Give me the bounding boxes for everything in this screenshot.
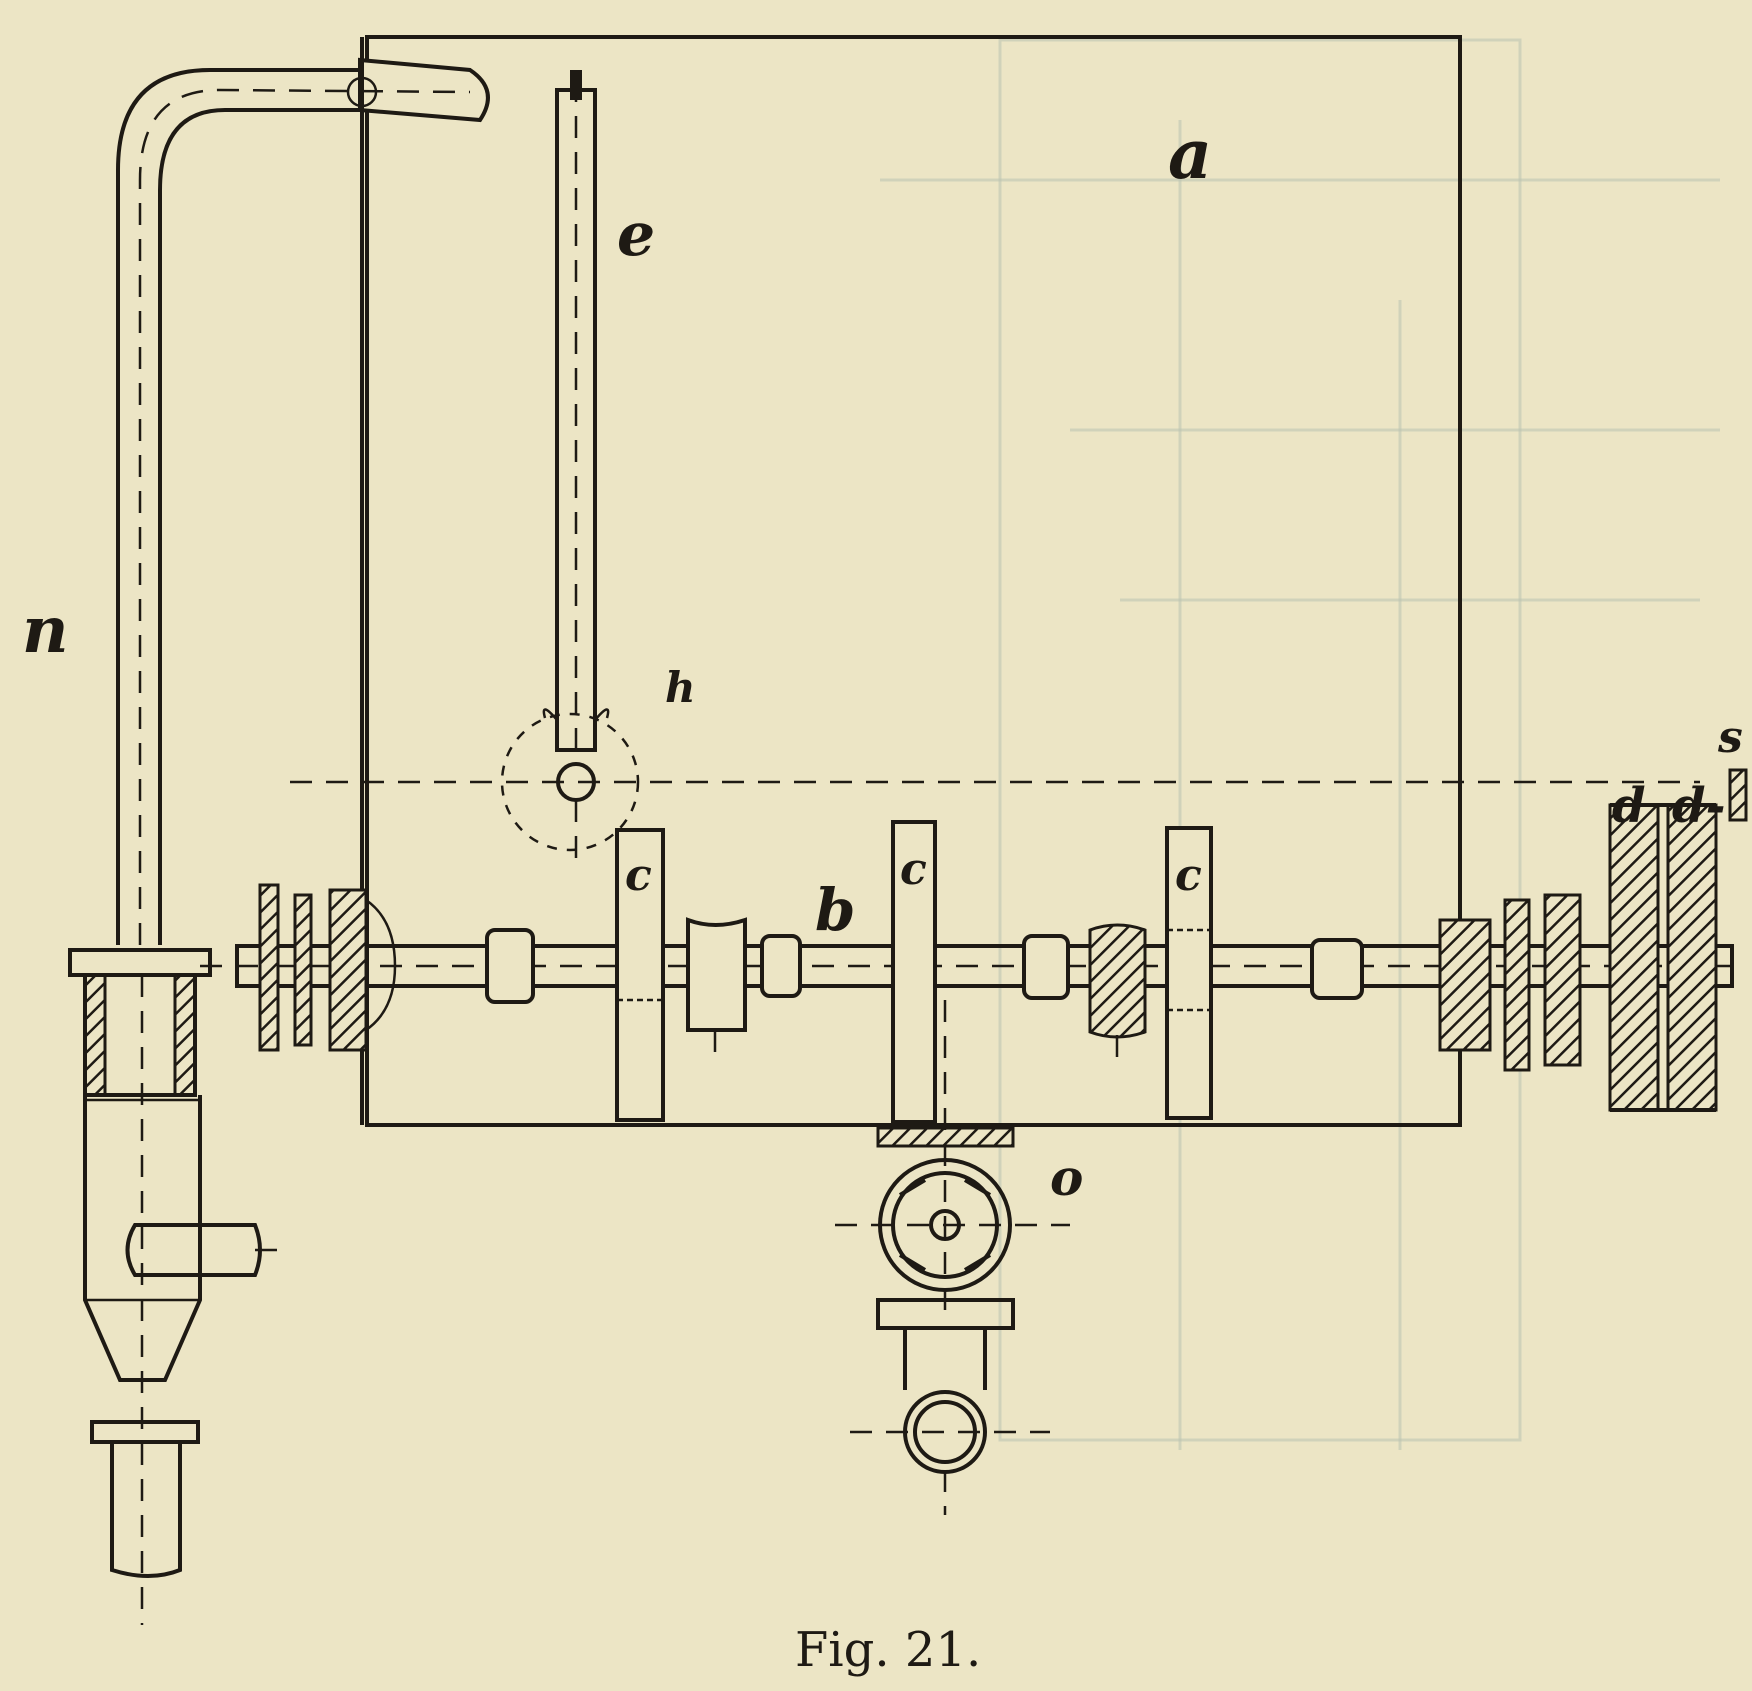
valve-o	[835, 1000, 1070, 1515]
figure-caption: Fig. 21.	[795, 1622, 981, 1678]
label-c2: c	[900, 844, 927, 895]
label-d2: d-	[1672, 778, 1725, 834]
label-h: h	[665, 663, 696, 712]
left-pulley	[258, 883, 397, 1052]
cams-c	[615, 820, 1213, 1124]
label-o: o	[1050, 1148, 1083, 1207]
background-show-through	[880, 38, 1720, 1450]
right-pulleys-d	[1438, 768, 1748, 1112]
label-c3: c	[1175, 850, 1202, 901]
tube-e	[500, 70, 640, 870]
pipe-n	[68, 57, 490, 1625]
eccentric-pieces	[686, 917, 1147, 1060]
label-c1: c	[625, 850, 652, 901]
label-e: e	[617, 200, 655, 270]
label-d1: d	[1612, 778, 1646, 834]
label-a: a	[1168, 115, 1212, 195]
label-s: s	[1717, 712, 1743, 763]
housing-box	[365, 35, 1462, 1127]
shaft-collars	[485, 928, 1364, 1004]
label-b: b	[815, 876, 856, 944]
shaft-b	[200, 944, 1740, 988]
label-n: n	[22, 593, 69, 668]
